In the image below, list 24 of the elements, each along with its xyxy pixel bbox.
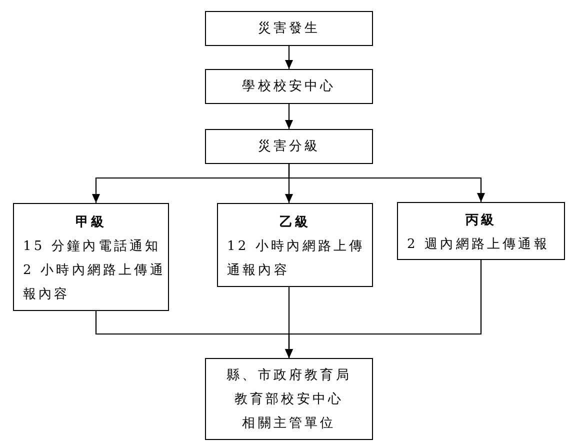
level-box	[397, 202, 565, 260]
report-rule: 2 週內網路上傳通報	[407, 236, 550, 254]
recipient-label: 教育部校安中心	[234, 390, 344, 409]
level-heading: 乙級	[279, 214, 311, 232]
box-label: 學校校安中心	[242, 78, 336, 96]
arrow	[288, 164, 485, 202]
process-box	[205, 69, 373, 104]
box-label: 災害發生	[258, 20, 320, 38]
recipient-box	[205, 358, 373, 440]
level-heading: 丙級	[465, 212, 497, 230]
arrow	[285, 104, 293, 129]
arrow	[285, 260, 482, 358]
level-heading: 甲級	[75, 214, 107, 232]
level-box	[13, 203, 169, 311]
level-box	[217, 203, 373, 287]
process-box	[205, 129, 373, 164]
process-box	[205, 11, 373, 46]
report-rule: 12 小時內網路上傳通報內容	[227, 238, 366, 280]
report-rule: 15 分鐘內電話通知	[23, 238, 161, 256]
box-label: 災害分級	[258, 138, 320, 156]
arrow	[285, 46, 293, 69]
recipient-label: 縣、市政府教育局	[226, 366, 352, 385]
recipient-label: 相關主管單位	[242, 415, 336, 433]
report-rule: 2 小時內網路上傳通報內容	[23, 262, 166, 304]
